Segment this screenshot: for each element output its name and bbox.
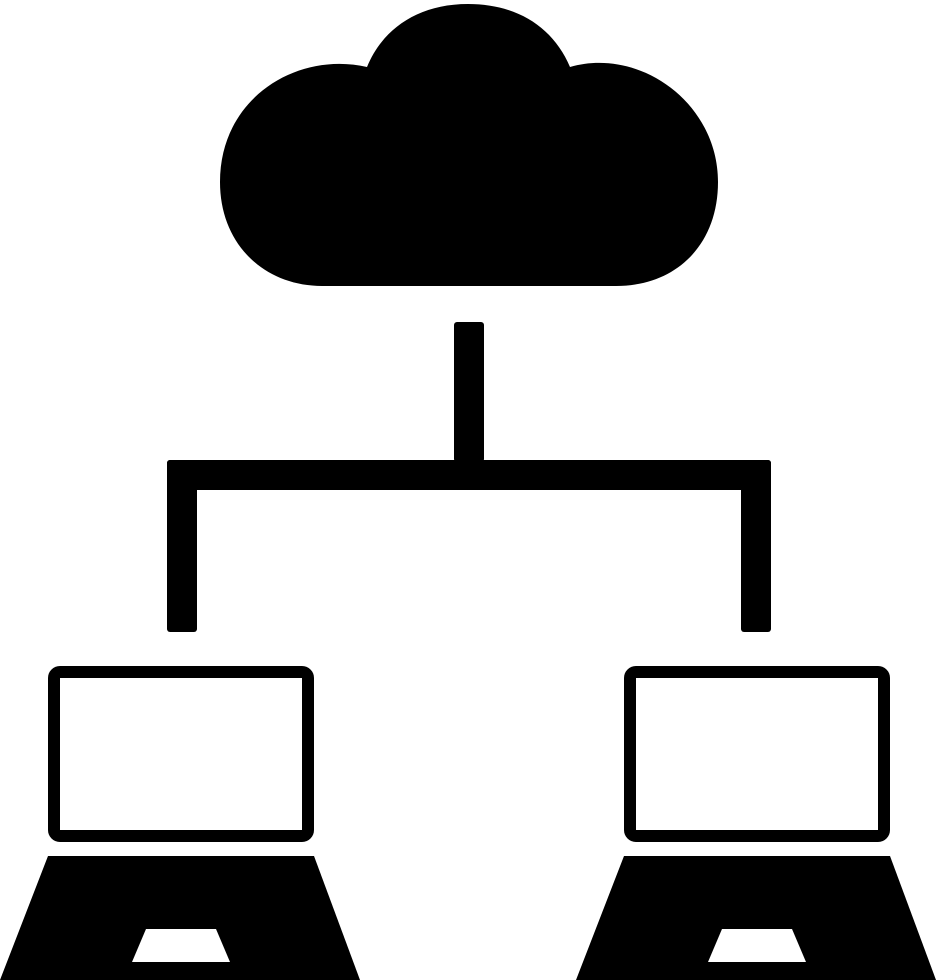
laptop-trackpad — [132, 929, 230, 962]
laptop-icon — [0, 666, 360, 980]
connector-right-drop — [741, 460, 771, 632]
laptop-screen — [48, 666, 314, 842]
laptop-icon — [576, 666, 936, 980]
connector-lines — [167, 322, 771, 632]
connector-stem — [454, 322, 484, 462]
connector-left-drop — [167, 460, 197, 632]
laptop-screen — [624, 666, 890, 842]
cloud-icon — [220, 4, 718, 286]
connector-crossbar — [167, 460, 771, 490]
laptop-base — [576, 856, 936, 980]
laptop-trackpad — [708, 929, 806, 962]
laptop-base — [0, 856, 360, 980]
